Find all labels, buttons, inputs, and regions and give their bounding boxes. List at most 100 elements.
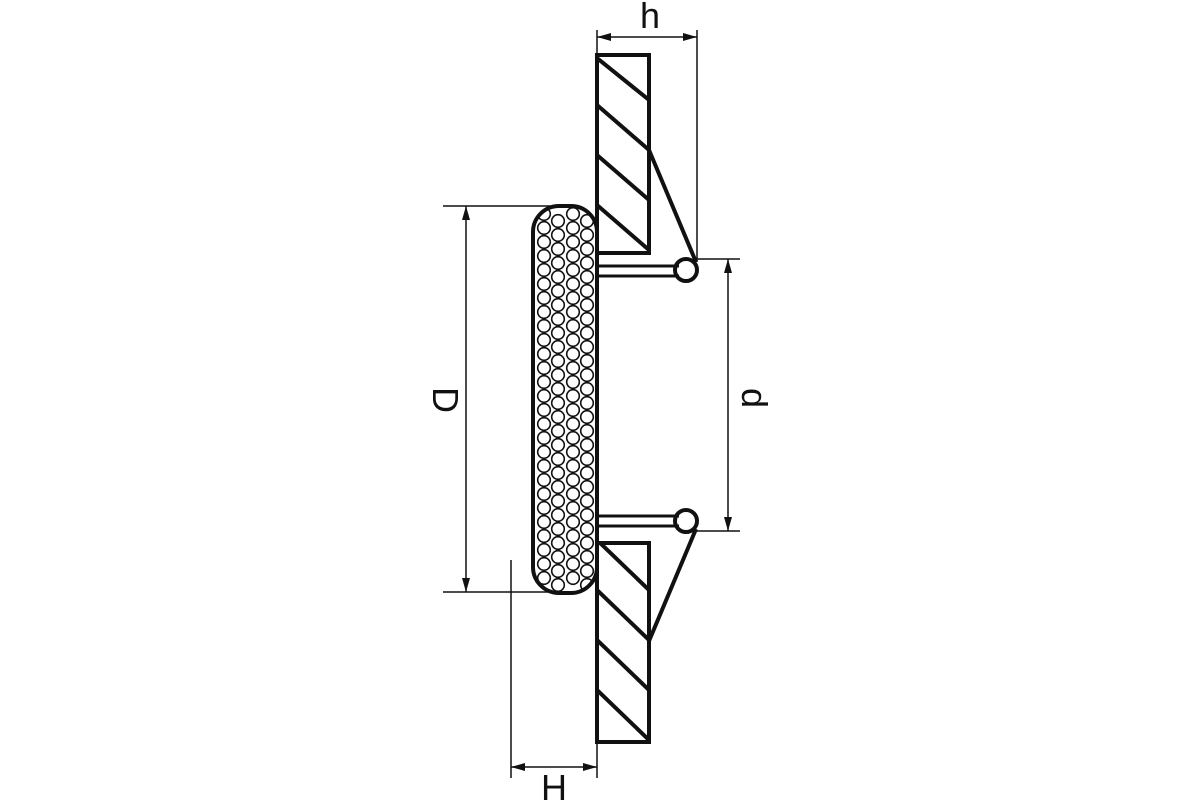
diffuser-bead [550, 297, 566, 313]
diffuser-bead [536, 514, 552, 530]
diffuser-bead [550, 381, 566, 397]
diffuser-bead [536, 416, 552, 432]
diffuser-bead [565, 206, 581, 222]
diffuser-bead [579, 381, 595, 397]
diffuser-bead [579, 325, 595, 341]
diffuser-bead [565, 486, 581, 502]
diffuser-bead [579, 241, 595, 257]
diffuser-bead [536, 290, 552, 306]
diffuser-bead [579, 255, 595, 271]
diffuser-bead [565, 360, 581, 376]
diffuser-bead [550, 409, 566, 425]
diffuser-bead [550, 423, 566, 439]
diffuser-bead [579, 297, 595, 313]
diffuser-bead [565, 542, 581, 558]
diffuser-bead [550, 311, 566, 327]
dimension-D-label: D [425, 387, 466, 413]
diffuser-bead [565, 472, 581, 488]
diffuser-bead [565, 514, 581, 530]
diffuser-bead [536, 430, 552, 446]
diffuser-bead [565, 500, 581, 516]
dimension-d-label: d [734, 388, 775, 408]
diffuser-bead [536, 472, 552, 488]
diffuser-cover [531, 204, 599, 595]
diffuser-bead [565, 388, 581, 404]
diffuser-bead [550, 563, 566, 579]
diffuser-bead [536, 346, 552, 362]
diffuser-bead [579, 479, 595, 495]
diffuser-bead [536, 360, 552, 376]
diffuser-bead [550, 241, 566, 257]
diffuser-bead [565, 304, 581, 320]
diffuser-bead [579, 409, 595, 425]
diffuser-bead [550, 227, 566, 243]
diffuser-bead [536, 542, 552, 558]
diffuser-bead [565, 234, 581, 250]
diffuser-bead [579, 311, 595, 327]
diffuser-bead [579, 283, 595, 299]
ceiling-panel-upper-hatching [597, 56, 649, 252]
diffuser-bead [550, 465, 566, 481]
ceiling-panel-upper [595, 53, 651, 255]
diffuser-bead [565, 528, 581, 544]
diffuser-bead-texture [536, 206, 595, 593]
diffuser-bead [536, 458, 552, 474]
diffuser-bead [536, 304, 552, 320]
diffuser-bead [550, 339, 566, 355]
diffuser-bead [536, 318, 552, 334]
diffuser-bead [550, 325, 566, 341]
diffuser-bead [565, 332, 581, 348]
diffuser-bead [565, 262, 581, 278]
dimension-D: D [425, 205, 550, 593]
diffuser-bead [536, 388, 552, 404]
dimension-h-label: h [640, 0, 660, 36]
diffuser-bead [579, 521, 595, 537]
diffuser-bead [579, 423, 595, 439]
mounting-rod-upper [597, 264, 679, 278]
diffuser-bead [536, 444, 552, 460]
diffuser-bead [550, 367, 566, 383]
diffuser-bead [536, 248, 552, 264]
dimension-d: d [697, 258, 775, 532]
diffuser-bead [550, 395, 566, 411]
diffuser-bead [579, 367, 595, 383]
diffuser-bead [579, 269, 595, 285]
spring-clip-lower [647, 508, 699, 642]
diffuser-bead [550, 269, 566, 285]
diffuser-bead [579, 563, 595, 579]
diffuser-bead [579, 535, 595, 551]
diffuser-bead [565, 444, 581, 460]
diffuser-bead [536, 402, 552, 418]
diffuser-bead [579, 507, 595, 523]
diffuser-bead [579, 465, 595, 481]
diffuser-bead [536, 332, 552, 348]
diffuser-bead [550, 255, 566, 271]
diffuser-bead [550, 493, 566, 509]
dimension-H: H [510, 560, 598, 800]
diffuser-bead [550, 437, 566, 453]
diffuser-bead [565, 290, 581, 306]
diffuser-bead [579, 227, 595, 243]
diffuser-bead [536, 262, 552, 278]
diffuser-bead [565, 318, 581, 334]
diffuser-bead [565, 570, 581, 586]
diffuser-bead [536, 220, 552, 236]
diffuser-bead [565, 346, 581, 362]
diffuser-bead [565, 430, 581, 446]
dimension-H-label: H [541, 767, 567, 800]
diffuser-bead [579, 549, 595, 565]
diffuser-bead [536, 234, 552, 250]
diffuser-bead [565, 276, 581, 292]
diffuser-bead [550, 535, 566, 551]
diffuser-bead [550, 479, 566, 495]
diffuser-bead [579, 451, 595, 467]
dimension-h: h [596, 0, 698, 262]
diffuser-bead [565, 458, 581, 474]
diffuser-bead [536, 276, 552, 292]
diffuser-bead [550, 283, 566, 299]
diffuser-bead [565, 248, 581, 264]
ceiling-panel-lower-hatching [597, 543, 649, 742]
diffuser-bead [536, 374, 552, 390]
mounting-rod-lower [597, 514, 679, 528]
diffuser-bead [565, 556, 581, 572]
